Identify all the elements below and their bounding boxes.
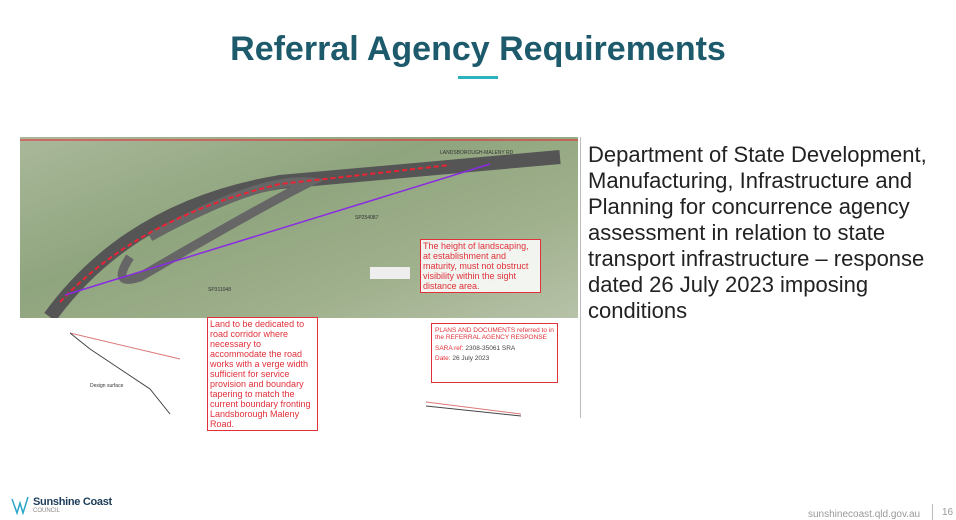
- longitudinal-profile-left: Design surface: [70, 332, 181, 415]
- longitudinal-profile-right: [426, 401, 522, 417]
- footer-url: sunshinecoast.qld.gov.au: [808, 509, 921, 520]
- road-label: LANDSBOROUGH-MALENY RD: [440, 150, 514, 156]
- stamp-heading: PLANS AND DOCUMENTS referred to in the R…: [435, 327, 554, 341]
- site-plan-figure: The height of landscaping, at establishm…: [20, 137, 578, 431]
- logo-sub: COUNCIL: [33, 508, 61, 514]
- date-label: Date:: [435, 355, 451, 362]
- divider: [580, 137, 581, 418]
- slide-title: Referral Agency Requirements: [230, 30, 726, 68]
- referral-stamp: PLANS AND DOCUMENTS referred to in the R…: [431, 323, 558, 383]
- date-value: 26 July 2023: [452, 355, 490, 362]
- profile-label: Design surface: [90, 383, 124, 389]
- note-land-dedication: Land to be dedicated to road corridor wh…: [207, 317, 318, 431]
- logo-mark-icon: [11, 496, 29, 515]
- logo-name: Sunshine Coast: [33, 496, 112, 508]
- note-landscaping: The height of landscaping, at establishm…: [420, 239, 541, 293]
- footer-divider: [932, 504, 933, 520]
- title-accent-bar: [458, 76, 498, 79]
- sight-distance-hatch: [59, 164, 451, 303]
- sara-value: 2308-35061 SRA: [465, 345, 516, 352]
- lot-label: SP311048: [208, 287, 231, 293]
- sight-line: [64, 163, 491, 296]
- lot-label: SP254087: [355, 215, 379, 221]
- building: [370, 267, 410, 279]
- road-layout-drawing: [20, 139, 578, 318]
- sara-label: SARA ref:: [435, 345, 464, 352]
- page-number: 16: [942, 507, 954, 518]
- slide-body-text: Department of State Development, Manufac…: [588, 142, 927, 323]
- aerial-site-plan: The height of landscaping, at establishm…: [20, 137, 578, 318]
